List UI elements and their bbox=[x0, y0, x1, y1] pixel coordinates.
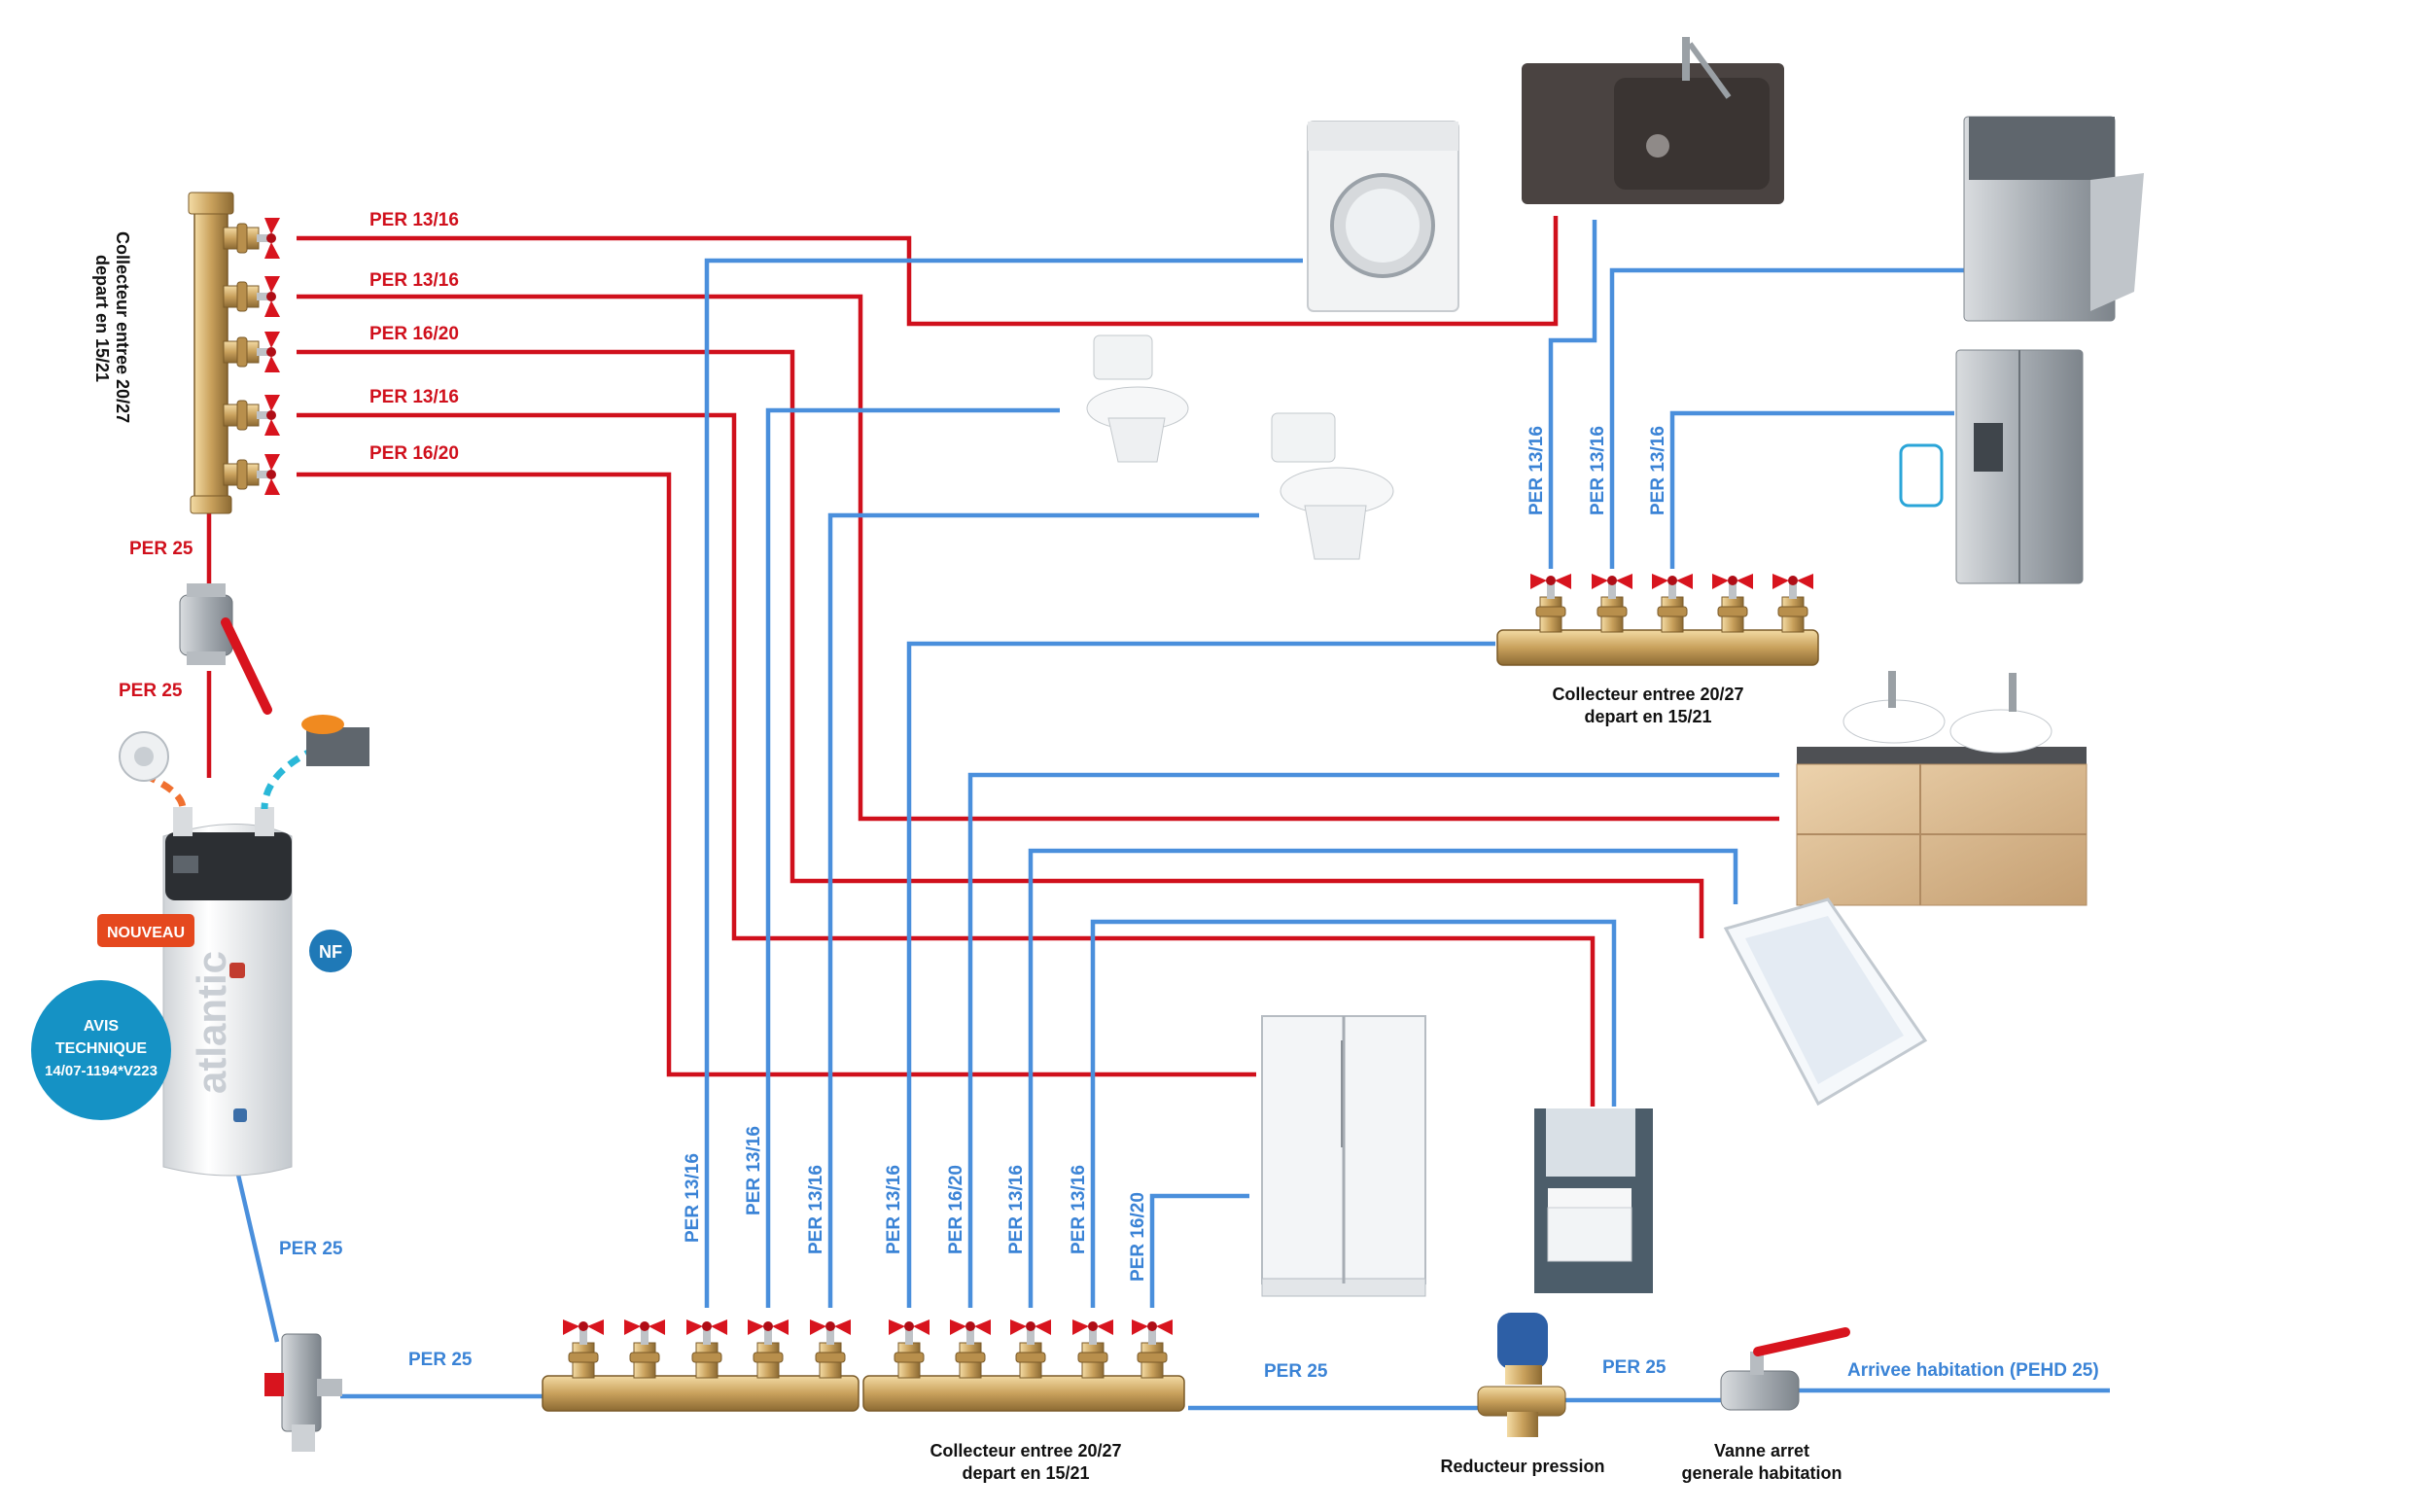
cold-label-k3: PER 13/16 bbox=[1648, 426, 1668, 515]
left-hot-collector bbox=[189, 193, 280, 513]
dishwasher-icon bbox=[1964, 117, 2144, 321]
cold-pipe-shower bbox=[1152, 1196, 1249, 1308]
nf-label: NF bbox=[319, 942, 342, 962]
cold-label-k1: PER 13/16 bbox=[1526, 426, 1547, 515]
cold-label-k2: PER 13/16 bbox=[1588, 426, 1608, 515]
kitchen-collector-label-1: Collecteur entree 20/27 bbox=[1552, 685, 1743, 704]
left-collector-label-1: Collecteur entree 20/27 bbox=[113, 231, 132, 423]
main-valve-label-2: generale habitation bbox=[1681, 1463, 1842, 1483]
bathtub-icon bbox=[1726, 899, 1925, 1104]
hot-label-4: PER 13/16 bbox=[369, 387, 459, 407]
cold-label-from-collector: PER 25 bbox=[1264, 1361, 1328, 1382]
nf-certification-icon: NF bbox=[299, 930, 364, 999]
cold-label-b8: PER 16/20 bbox=[1128, 1192, 1148, 1282]
pressure-reducer-icon bbox=[1478, 1313, 1565, 1437]
kitchen-cold-collector bbox=[1497, 574, 1818, 665]
avis-line-3: 14/07-1194*V223 bbox=[45, 1063, 158, 1079]
bottom-cold-collector bbox=[543, 1319, 1184, 1411]
avis-line-2: TECHNIQUE bbox=[55, 1040, 148, 1057]
left-collector-label-2: depart en 15/21 bbox=[92, 255, 112, 382]
hot-label-5: PER 16/20 bbox=[369, 443, 459, 464]
cold-label-b7: PER 13/16 bbox=[1069, 1165, 1089, 1254]
nouveau-badge: NOUVEAU bbox=[97, 914, 194, 947]
cold-pipe-washer bbox=[707, 261, 1303, 1308]
nouveau-label: NOUVEAU bbox=[107, 925, 185, 941]
main-valve-label-1: Vanne arret bbox=[1714, 1441, 1809, 1460]
hot-ball-valve-icon bbox=[180, 583, 267, 710]
hot-label-2: PER 13/16 bbox=[369, 270, 459, 291]
avis-line-1: AVIS bbox=[84, 1018, 119, 1035]
cold-label-b3: PER 13/16 bbox=[806, 1165, 826, 1254]
cold-label-b2: PER 13/16 bbox=[744, 1126, 764, 1215]
kitchen-collector-label-2: depart en 15/21 bbox=[1584, 707, 1711, 726]
bottom-collector-label-1: Collecteur entree 20/27 bbox=[930, 1441, 1121, 1460]
shower-cabin-icon bbox=[1262, 1016, 1425, 1296]
cold-pipe-dishwasher bbox=[1612, 270, 1964, 569]
cold-label-b4: PER 13/16 bbox=[884, 1165, 904, 1254]
main-shutoff-valve-icon bbox=[1721, 1332, 1845, 1410]
safety-group-icon bbox=[264, 1334, 342, 1452]
hot-label-3: PER 16/20 bbox=[369, 324, 459, 344]
hot-pipe-vanity bbox=[297, 297, 1779, 819]
cold-pipe-heater-out bbox=[238, 1175, 277, 1342]
cold-label-to-collector: PER 25 bbox=[408, 1350, 473, 1370]
heater-brand: atlantic bbox=[189, 951, 234, 1094]
arrival-label: Arrivee habitation (PEHD 25) bbox=[1847, 1360, 2099, 1381]
cold-label-b5: PER 16/20 bbox=[946, 1165, 966, 1254]
kitchen-sink-icon bbox=[1522, 37, 1784, 204]
toilet-icon bbox=[1087, 335, 1188, 462]
toilet-icon bbox=[1272, 413, 1393, 559]
cold-label-b1: PER 13/16 bbox=[683, 1153, 703, 1243]
hot-pipe-washbasin bbox=[297, 415, 1593, 1107]
hot-feed-label-top: PER 25 bbox=[129, 539, 193, 559]
reducer-label: Reducteur pression bbox=[1440, 1457, 1604, 1476]
cold-label-from-valve: PER 25 bbox=[1602, 1357, 1667, 1378]
cold-pipe-main bbox=[1188, 1390, 2110, 1408]
washing-machine-icon bbox=[1308, 122, 1458, 311]
hot-label-1: PER 13/16 bbox=[369, 210, 459, 230]
avis-technique-badge: AVIS TECHNIQUE 14/07-1194*V223 bbox=[31, 980, 171, 1120]
cold-label-b6: PER 13/16 bbox=[1006, 1165, 1027, 1254]
washbasin-cabinet-icon bbox=[1534, 1108, 1653, 1293]
bottom-collector-label-2: depart en 15/21 bbox=[962, 1463, 1089, 1483]
hot-feed-label-bottom: PER 25 bbox=[119, 681, 183, 701]
cold-label-heater-out: PER 25 bbox=[279, 1239, 343, 1259]
fridge-icon bbox=[1901, 350, 2083, 583]
double-vanity-icon bbox=[1797, 671, 2087, 905]
